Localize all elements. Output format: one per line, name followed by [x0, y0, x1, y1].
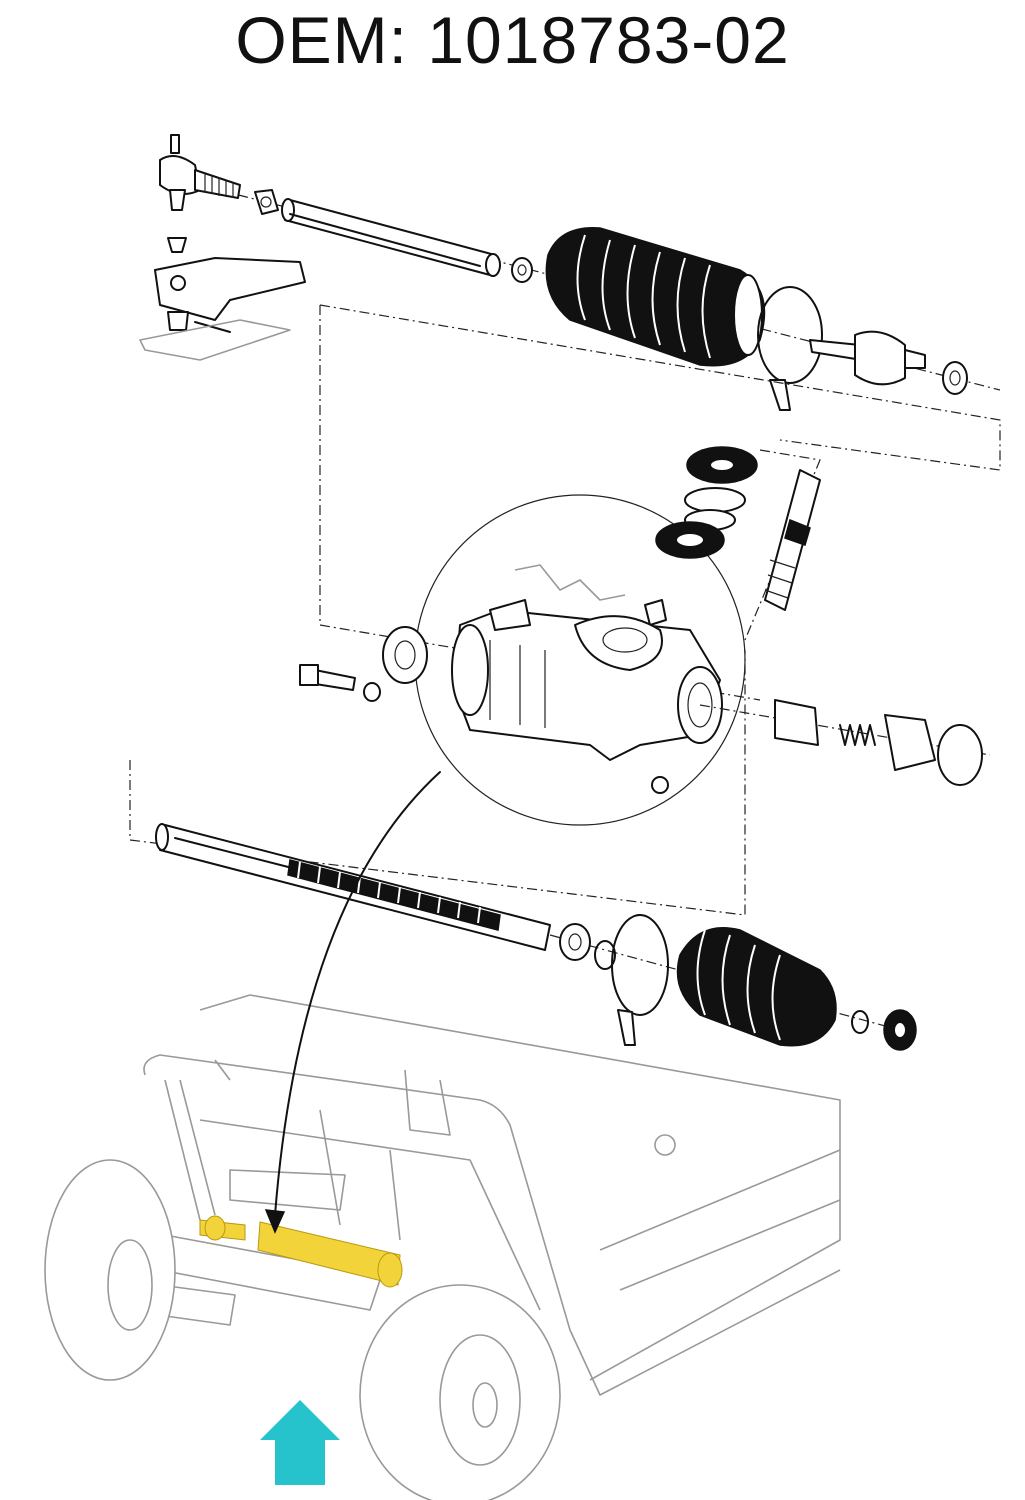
jam-nut [254, 189, 279, 215]
upper-bellows-boot [545, 226, 766, 367]
lower-seal [883, 1009, 917, 1051]
rack-guide [774, 699, 819, 746]
steering-arm [154, 257, 306, 321]
left-front-wheel [44, 1159, 176, 1381]
lower-washer [559, 923, 591, 961]
tie-rod-end [139, 134, 306, 361]
steering-rack-bar [155, 823, 551, 951]
castle-nut [167, 311, 189, 331]
small-bushing [644, 599, 667, 626]
pinion-bearing-stack [655, 446, 758, 559]
front-direction-arrow [260, 1400, 340, 1485]
mounting-bolt [299, 664, 381, 702]
right-front-wheel [359, 1284, 561, 1500]
inner-tie-rod-tube [281, 198, 501, 277]
housing-nut [651, 776, 669, 794]
pinion-gear-shaft [764, 469, 821, 611]
golf-cart-chassis [143, 994, 841, 1396]
small-o-ring [851, 1010, 869, 1034]
inner-ball-joint [809, 330, 926, 386]
location-pointer-arrow [264, 771, 441, 1234]
highlighted-steering-rack [199, 1215, 403, 1288]
lower-bellows-boot [676, 927, 837, 1047]
boot-seal [167, 237, 187, 253]
upper-boot-clamp [757, 286, 823, 411]
o-ring [594, 940, 616, 970]
adjuster-spring [839, 724, 876, 746]
washer [942, 361, 968, 395]
lower-boot-clamp [611, 914, 669, 1046]
adjuster-plug [884, 714, 983, 786]
housing-bushing [382, 626, 428, 684]
rack-housing [451, 564, 723, 761]
small-nut [511, 257, 533, 283]
part-number-title: OEM: 1018783-02 [235, 3, 790, 77]
